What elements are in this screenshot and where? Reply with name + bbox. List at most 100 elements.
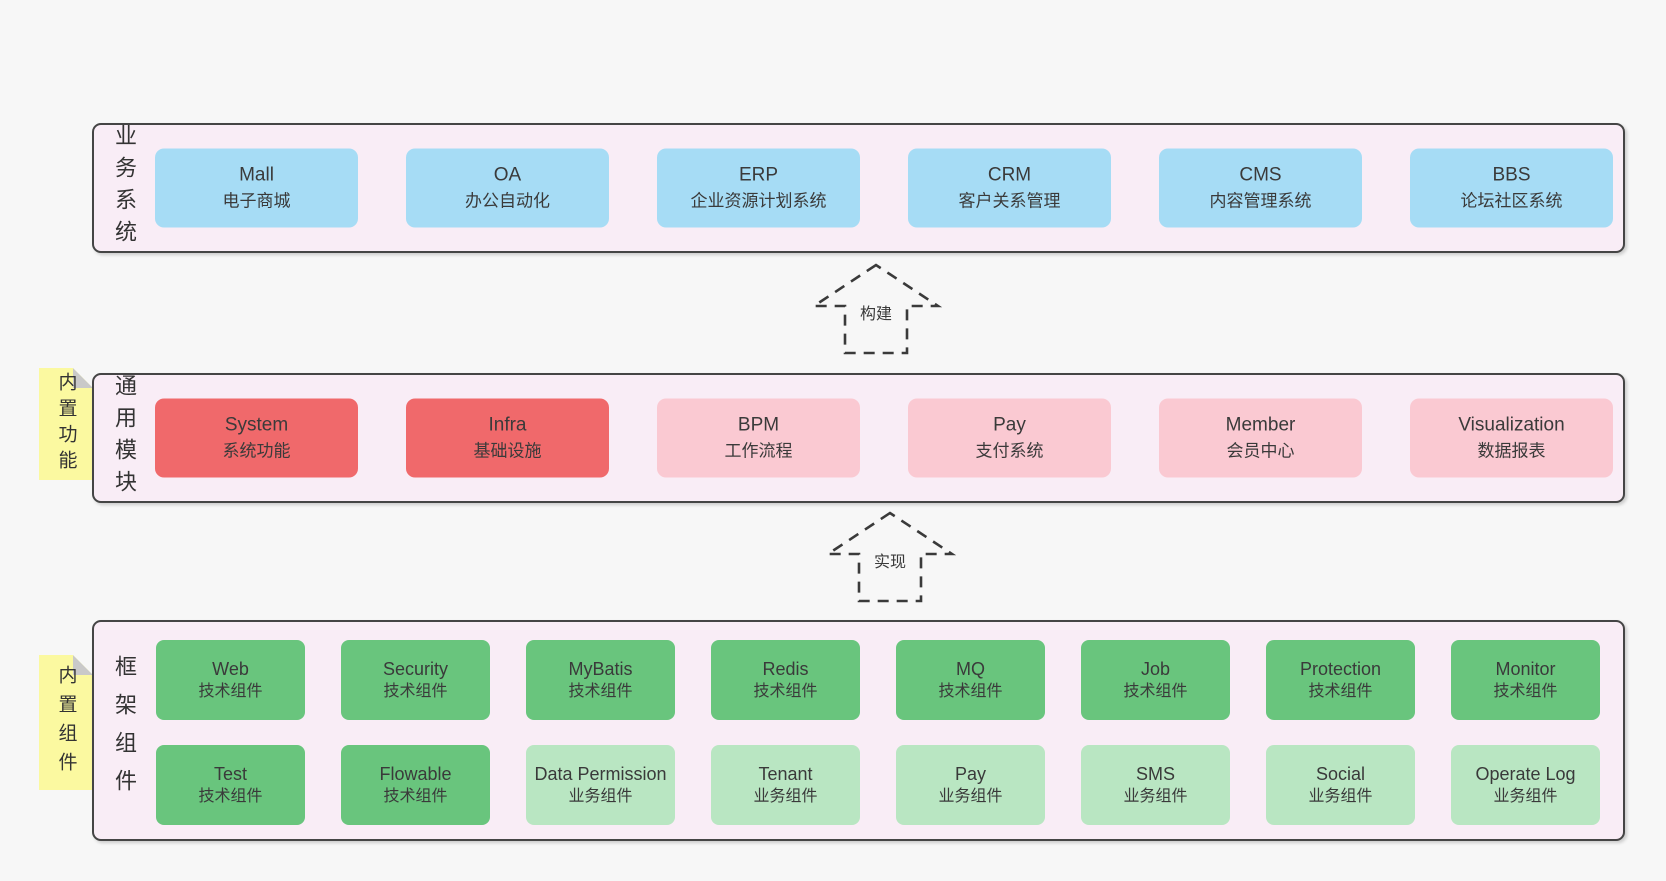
business-side-label: 业务系统 <box>112 124 137 252</box>
business-systems-container: 业务系统 Mall 电子商城 OA 办公自动化 ERP 企业资源计划系统 CRM… <box>92 123 1625 253</box>
component-box-mybatis: MyBatis 技术组件 <box>526 640 675 720</box>
box-title: Operate Log <box>1475 764 1576 785</box>
box-title: ERP <box>738 164 779 186</box>
framework-components-container: 框架组件 Web 技术组件 Security 技术组件 MyBatis 技术组件… <box>92 620 1625 841</box>
box-title: Tenant <box>758 764 813 785</box>
dashed-up-arrow-shape <box>810 263 942 355</box>
builtin-components-note: 内置组件 <box>39 655 93 790</box>
component-box-test: Test 技术组件 <box>156 745 305 825</box>
component-box-job: Job 技术组件 <box>1081 640 1230 720</box>
module-box-member: Member 会员中心 <box>1159 398 1362 478</box>
common-modules-container: 通用模块 System 系统功能 Infra 基础设施 BPM 工作流程 Pay… <box>92 373 1625 503</box>
component-box-security: Security 技术组件 <box>341 640 490 720</box>
box-title: Web <box>212 659 249 680</box>
component-box-pay: Pay 业务组件 <box>896 745 1045 825</box>
box-subtitle: 业务组件 <box>1493 787 1558 805</box>
business-box-row: Mall 电子商城 OA 办公自动化 ERP 企业资源计划系统 CRM 客户关系… <box>155 148 1613 228</box>
box-title: BPM <box>737 414 780 436</box>
box-subtitle: 技术组件 <box>198 787 263 805</box>
box-title: Test <box>213 764 247 785</box>
box-title: Infra <box>488 414 527 436</box>
implement-arrow: 实现 <box>824 510 956 604</box>
box-title: SMS <box>1135 764 1175 785</box>
implement-arrow-label: 实现 <box>869 547 911 573</box>
box-subtitle: 技术组件 <box>198 682 263 700</box>
build-arrow-label: 构建 <box>855 299 897 325</box>
box-subtitle: 业务组件 <box>938 787 1003 805</box>
box-subtitle: 业务组件 <box>1308 787 1373 805</box>
modules-box-row: System 系统功能 Infra 基础设施 BPM 工作流程 Pay 支付系统… <box>155 398 1613 478</box>
box-title: MQ <box>956 659 985 680</box>
box-subtitle: 办公自动化 <box>465 191 550 211</box>
component-box-social: Social 业务组件 <box>1266 745 1415 825</box>
component-box-tenant: Tenant 业务组件 <box>711 745 860 825</box>
box-subtitle: 业务组件 <box>1123 787 1188 805</box>
box-subtitle: 内容管理系统 <box>1209 191 1312 211</box>
box-title: Pay <box>993 414 1026 436</box>
box-subtitle: 基础设施 <box>473 441 542 461</box>
box-subtitle: 工作流程 <box>724 441 793 461</box>
box-title: Monitor <box>1495 659 1556 680</box>
box-title: Visualization <box>1458 414 1565 436</box>
component-box-monitor: Monitor 技术组件 <box>1451 640 1600 720</box>
box-subtitle: 论坛社区系统 <box>1460 191 1563 211</box>
business-box-bbs: BBS 论坛社区系统 <box>1410 148 1613 228</box>
business-box-crm: CRM 客户关系管理 <box>908 148 1111 228</box>
module-box-bpm: BPM 工作流程 <box>657 398 860 478</box>
box-title: Security <box>382 659 449 680</box>
component-box-flowable: Flowable 技术组件 <box>341 745 490 825</box>
component-box-data-permission: Data Permission 业务组件 <box>526 745 675 825</box>
box-subtitle: 业务组件 <box>753 787 818 805</box>
business-box-cms: CMS 内容管理系统 <box>1159 148 1362 228</box>
builtin-features-note: 内置功能 <box>39 368 93 480</box>
box-title: BBS <box>1492 164 1531 186</box>
box-title: CMS <box>1239 164 1282 186</box>
build-arrow: 构建 <box>810 262 942 356</box>
box-title: Pay <box>954 764 987 785</box>
box-subtitle: 技术组件 <box>383 787 448 805</box>
box-title: Mall <box>239 164 274 186</box>
module-box-visualization: Visualization 数据报表 <box>1410 398 1613 478</box>
box-subtitle: 技术组件 <box>753 682 818 700</box>
module-box-pay: Pay 支付系统 <box>908 398 1111 478</box>
box-title: Member <box>1225 414 1296 436</box>
module-box-system: System 系统功能 <box>155 398 358 478</box>
component-box-mq: MQ 技术组件 <box>896 640 1045 720</box>
box-title: Social <box>1315 764 1366 785</box>
dashed-up-arrow-shape <box>824 511 956 603</box>
box-subtitle: 电子商城 <box>222 191 291 211</box>
box-title: Flowable <box>379 764 452 785</box>
component-box-web: Web 技术组件 <box>156 640 305 720</box>
box-subtitle: 技术组件 <box>1123 682 1188 700</box>
box-title: Redis <box>762 659 809 680</box>
box-title: Data Permission <box>534 764 667 785</box>
box-title: System <box>224 414 289 436</box>
box-subtitle: 技术组件 <box>1493 682 1558 700</box>
box-title: MyBatis <box>568 659 633 680</box>
box-subtitle: 技术组件 <box>568 682 633 700</box>
component-box-sms: SMS 业务组件 <box>1081 745 1230 825</box>
box-subtitle: 技术组件 <box>1308 682 1373 700</box>
business-box-mall: Mall 电子商城 <box>155 148 358 228</box>
box-subtitle: 技术组件 <box>938 682 1003 700</box>
box-title: CRM <box>987 164 1032 186</box>
box-title: Job <box>1140 659 1171 680</box>
module-box-infra: Infra 基础设施 <box>406 398 609 478</box>
box-subtitle: 会员中心 <box>1226 441 1295 461</box>
components-side-label: 框架组件 <box>112 654 137 807</box>
box-subtitle: 技术组件 <box>383 682 448 700</box>
component-box-protection: Protection 技术组件 <box>1266 640 1415 720</box>
box-subtitle: 支付系统 <box>975 441 1044 461</box>
business-box-erp: ERP 企业资源计划系统 <box>657 148 860 228</box>
component-box-redis: Redis 技术组件 <box>711 640 860 720</box>
components-grid: Web 技术组件 Security 技术组件 MyBatis 技术组件 Redi… <box>156 640 1600 825</box>
builtin-features-note-label: 内置功能 <box>55 372 77 476</box>
box-title: OA <box>493 164 522 186</box>
builtin-components-note-label: 内置组件 <box>55 664 77 781</box>
box-subtitle: 数据报表 <box>1477 441 1546 461</box>
box-title: Protection <box>1299 659 1382 680</box>
modules-side-label: 通用模块 <box>112 374 137 502</box>
box-subtitle: 系统功能 <box>222 441 291 461</box>
box-subtitle: 企业资源计划系统 <box>690 191 827 211</box>
